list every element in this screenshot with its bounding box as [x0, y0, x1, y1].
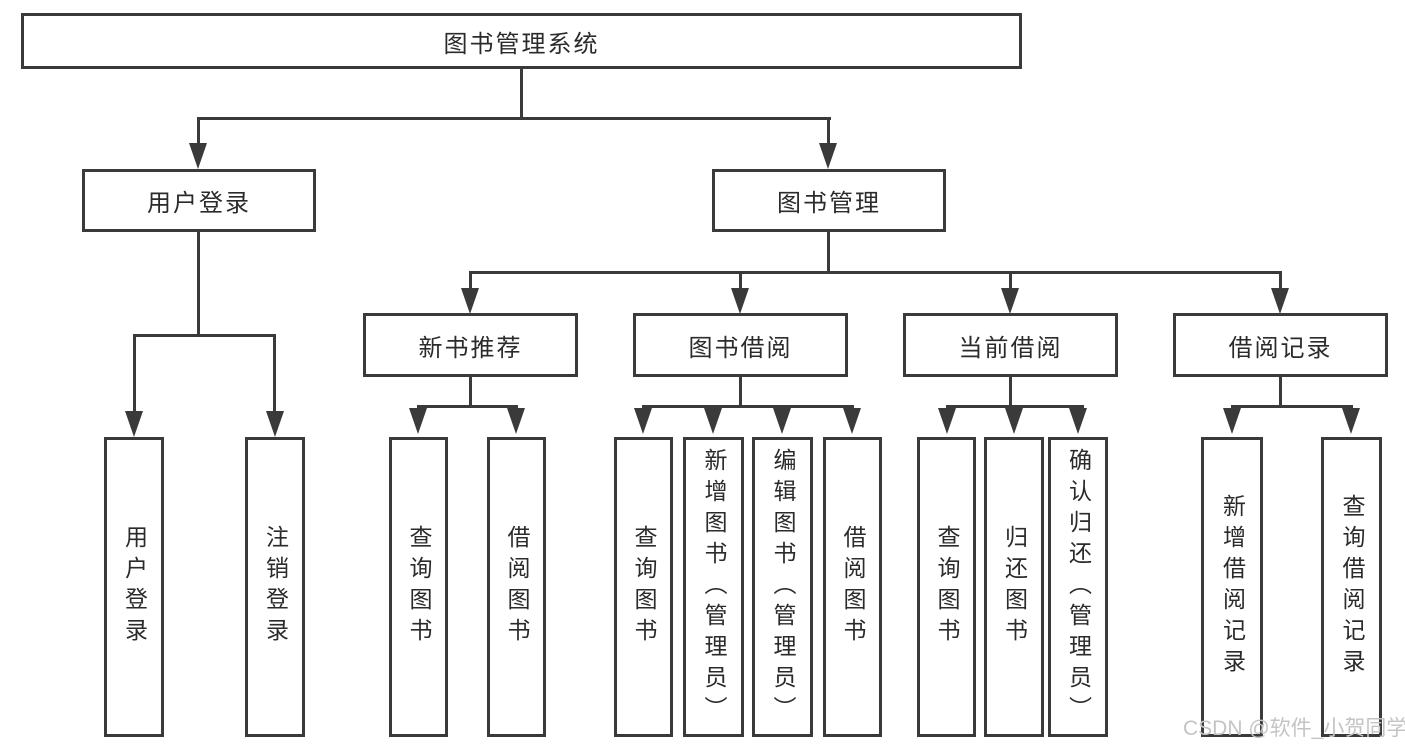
connector-level3-split	[469, 271, 1282, 274]
node-bb-query-books: 查询图书	[614, 437, 673, 737]
node-bb-borrow-books: 借阅图书	[823, 437, 882, 737]
connector-cb-split	[946, 405, 1084, 408]
node-new-book-recommend: 新书推荐	[363, 313, 578, 377]
connector-br-split	[1231, 405, 1353, 408]
node-borrow-records-label: 借阅记录	[1228, 334, 1333, 362]
connector-root-stem	[520, 69, 523, 119]
node-nbr-borrow-books: 借阅图书	[487, 437, 546, 737]
arrowhead-cb-return	[1005, 408, 1023, 434]
arrowhead-bb-borrow	[843, 408, 861, 434]
connector-logout-shaft	[273, 334, 276, 414]
node-logout: 注销登录	[245, 437, 305, 737]
node-book-borrow-label: 图书借阅	[688, 334, 793, 362]
node-cb-return-books-label: 归还图书	[1001, 525, 1028, 649]
node-user-login: 用户登录	[82, 169, 316, 232]
arrowhead-br-query	[1342, 408, 1360, 434]
node-root-label: 图书管理系统	[443, 30, 600, 58]
connector-book-mgmt-stem	[827, 232, 830, 274]
connector-cb-stem	[1009, 375, 1012, 408]
connector-bb-split	[642, 405, 854, 408]
connector-borrow-records-shaft	[1279, 271, 1282, 291]
node-bb-borrow-books-label: 借阅图书	[840, 525, 866, 649]
node-bb-query-books-label: 查询图书	[631, 525, 657, 649]
arrowhead-nbr-borrow	[507, 408, 525, 434]
node-cb-return-books: 归还图书	[984, 437, 1044, 737]
connector-user-login-split	[133, 334, 276, 337]
node-bb-add-books-admin-label: 新增图书（管理员）	[701, 447, 727, 727]
arrowhead-cb-query	[938, 408, 956, 434]
node-book-management: 图书管理	[712, 169, 946, 232]
csdn-watermark: CSDN @软件_小贺同学	[1183, 717, 1405, 740]
arrowhead-book-borrow	[731, 288, 749, 314]
node-bb-add-books-admin: 新增图书（管理员）	[683, 437, 744, 737]
connector-user-login-shaft	[197, 117, 200, 145]
connector-book-mgmt-shaft	[827, 117, 830, 145]
node-cb-confirm-return-admin-label: 确认归还（管理员）	[1065, 447, 1092, 727]
connector-user-login-stem	[197, 232, 200, 336]
arrowhead-login	[125, 411, 143, 437]
node-bb-edit-books-admin-label: 编辑图书（管理员）	[770, 447, 796, 727]
node-current-borrow-label: 当前借阅	[958, 334, 1063, 362]
connector-book-borrow-shaft	[739, 271, 742, 291]
connector-current-borrow-shaft	[1009, 271, 1012, 291]
connector-br-stem	[1279, 375, 1282, 408]
arrowhead-logout	[266, 411, 284, 437]
node-logout-label: 注销登录	[262, 525, 289, 649]
node-cb-confirm-return-admin: 确认归还（管理员）	[1048, 437, 1108, 737]
node-book-borrow: 图书借阅	[633, 313, 848, 377]
node-current-borrow: 当前借阅	[903, 313, 1118, 377]
node-bb-edit-books-admin: 编辑图书（管理员）	[752, 437, 813, 737]
arrowhead-user-login	[189, 143, 207, 169]
arrowhead-bb-add	[704, 408, 722, 434]
arrowhead-cb-confirm	[1069, 408, 1087, 434]
arrowhead-bb-edit	[773, 408, 791, 434]
node-borrow-records: 借阅记录	[1173, 313, 1388, 377]
node-book-management-label: 图书管理	[777, 190, 881, 217]
connector-login-shaft	[133, 334, 136, 414]
node-nbr-query-books-label: 查询图书	[406, 525, 432, 649]
arrowhead-book-mgmt	[819, 143, 837, 169]
node-br-query-record-label: 查询借阅记录	[1339, 494, 1365, 680]
arrowhead-bb-query	[634, 408, 652, 434]
node-cb-query-books-label: 查询图书	[934, 525, 960, 649]
connector-nbr-stem	[469, 375, 472, 408]
node-root: 图书管理系统	[21, 13, 1022, 69]
connector-level2-split	[197, 117, 831, 120]
connector-nbr-split	[417, 405, 518, 408]
node-nbr-query-books: 查询图书	[389, 437, 448, 737]
arrowhead-br-add	[1223, 408, 1241, 434]
arrowhead-nbr-query	[409, 408, 427, 434]
node-nbr-borrow-books-label: 借阅图书	[504, 525, 530, 649]
connector-new-book-shaft	[469, 271, 472, 291]
arrowhead-new-book	[461, 288, 479, 314]
node-new-book-recommend-label: 新书推荐	[418, 334, 523, 362]
arrowhead-borrow-records	[1271, 288, 1289, 314]
node-login-label: 用户登录	[121, 525, 148, 649]
connector-bb-stem	[739, 375, 742, 408]
node-br-add-record: 新增借阅记录	[1201, 437, 1263, 737]
node-login: 用户登录	[104, 437, 164, 737]
node-br-add-record-label: 新增借阅记录	[1219, 494, 1246, 680]
node-user-login-label: 用户登录	[147, 190, 251, 217]
node-cb-query-books: 查询图书	[917, 437, 976, 737]
node-br-query-record: 查询借阅记录	[1321, 437, 1382, 737]
arrowhead-current-borrow	[1001, 288, 1019, 314]
